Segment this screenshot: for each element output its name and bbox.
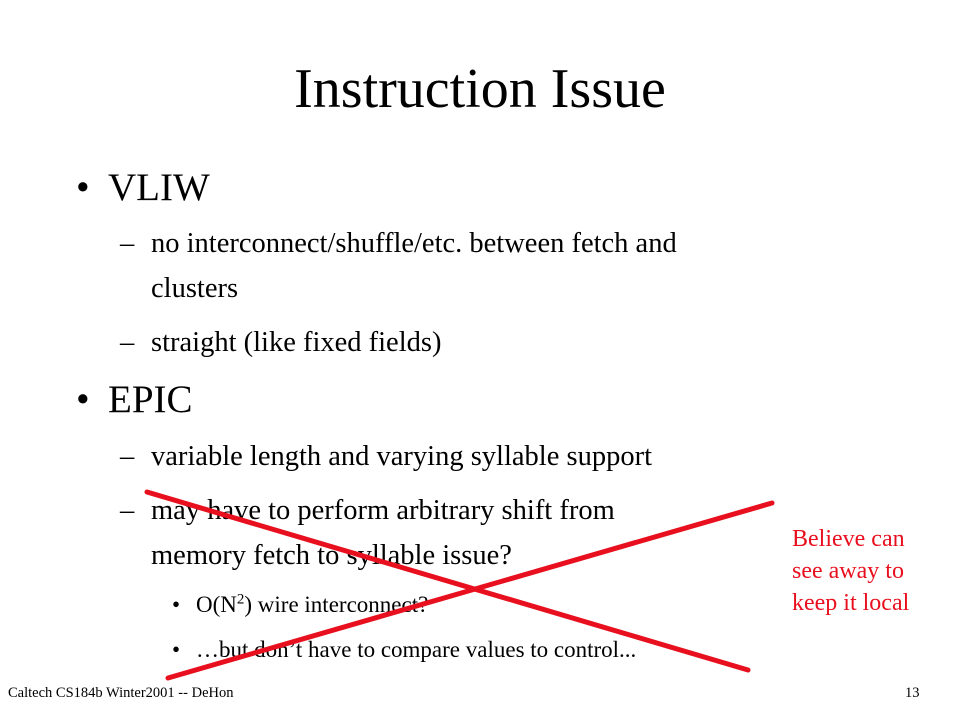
- bullet-dot-icon: •: [172, 637, 181, 662]
- footer-page-number: 13: [905, 685, 920, 701]
- subsub-bullet-text: …but don’t have to compare values to con…: [196, 637, 637, 662]
- sub-bullet-text: may have to perform arbitrary shift from: [151, 495, 615, 526]
- dash-icon: –: [120, 495, 135, 526]
- bullet-vliw-label: VLIW: [108, 166, 210, 209]
- subsub-bullet-text: O(N2) wire interconnect?: [196, 591, 429, 617]
- dash-icon: –: [120, 228, 135, 259]
- bullet-epic-label: EPIC: [108, 378, 193, 421]
- sub-bullet-text: variable length and varying syllable sup…: [151, 441, 652, 472]
- side-note-line: keep it local: [792, 590, 910, 616]
- bullet-dot-icon: •: [172, 592, 181, 617]
- sub-bullet-text: no interconnect/shuffle/etc. between fet…: [151, 228, 677, 259]
- side-note-line: Believe can: [792, 526, 905, 552]
- side-note: Believe can see away to keep it local: [792, 523, 952, 619]
- bullet-dot-icon: •: [76, 378, 90, 421]
- dash-icon: –: [120, 441, 135, 472]
- sub-bullet-text: clusters: [151, 273, 239, 304]
- sub-bullet-text: memory fetch to syllable issue?: [151, 540, 512, 571]
- footer-course: Caltech CS184b Winter2001 -- DeHon: [8, 685, 234, 701]
- side-note-line: see away to: [792, 558, 904, 584]
- dash-icon: –: [120, 327, 135, 358]
- bullet-dot-icon: •: [76, 166, 90, 209]
- slide-title: Instruction Issue: [294, 58, 666, 120]
- sub-bullet-text: straight (like fixed fields): [151, 327, 442, 358]
